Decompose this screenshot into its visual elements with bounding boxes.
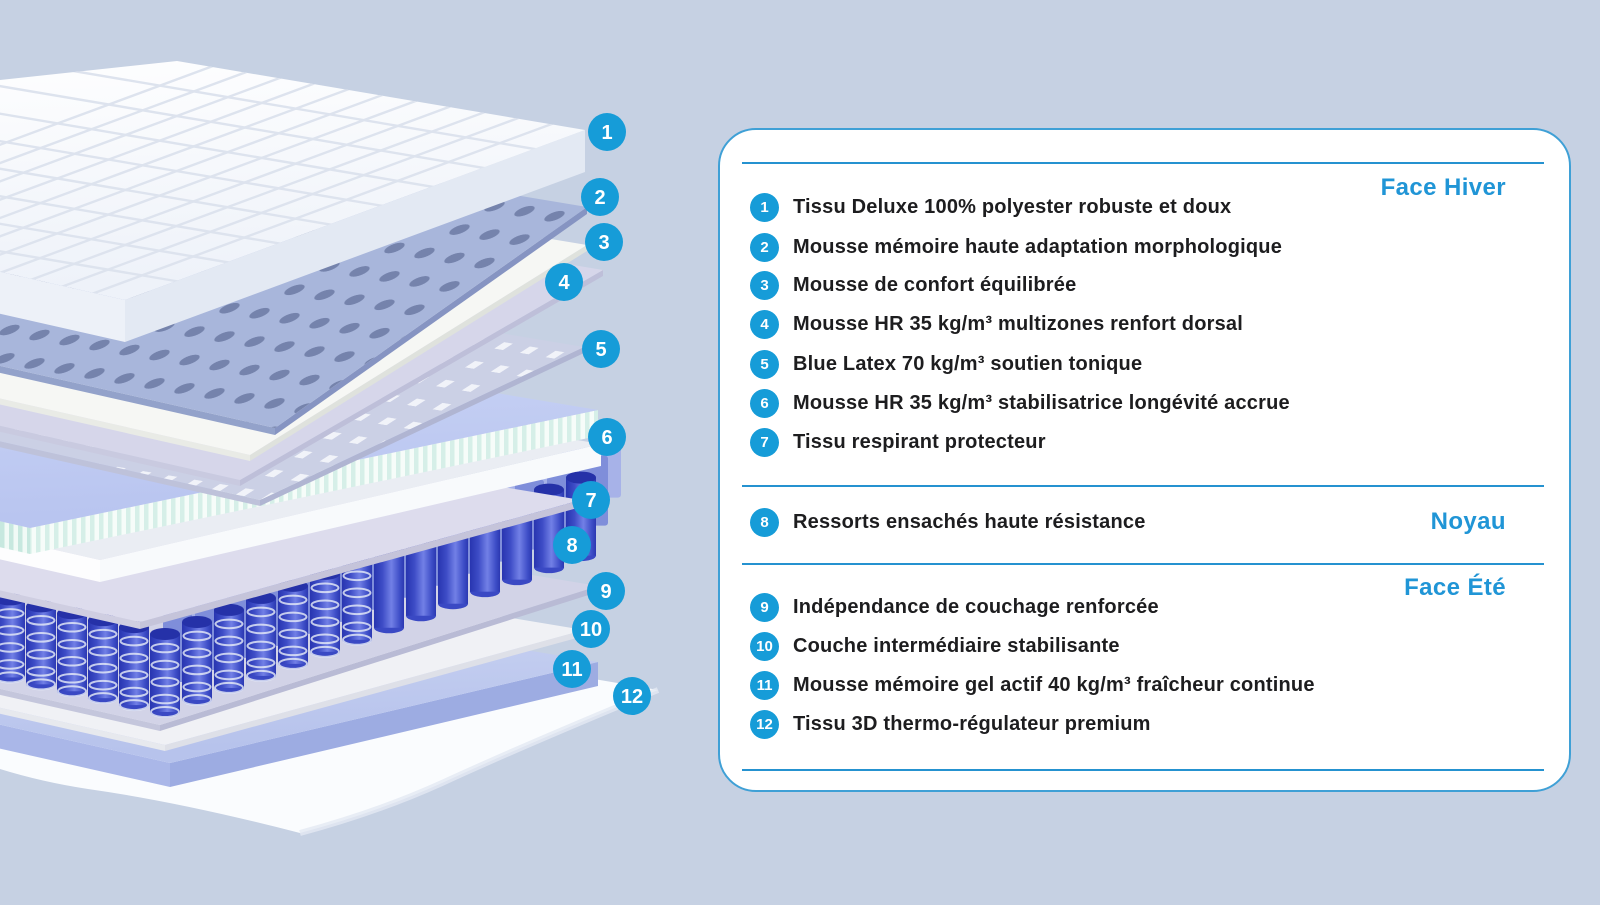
svg-text:9: 9 xyxy=(600,581,611,603)
legend-item-9-text: Indépendance de couchage renforcée xyxy=(793,596,1159,618)
legend-item-5: 5 Blue Latex 70 kg/m³ soutien tonique xyxy=(750,350,1142,379)
legend-item-8: 8 Ressorts ensachés haute résistance xyxy=(750,508,1146,537)
legend-item-6-text: Mousse HR 35 kg/m³ stabilisatrice longév… xyxy=(793,392,1290,414)
legend-item-8-text: Ressorts ensachés haute résistance xyxy=(793,511,1146,533)
legend-item-10-badge: 10 xyxy=(750,632,779,661)
legend-item-3: 3 Mousse de confort équilibrée xyxy=(750,271,1076,300)
legend-item-4: 4 Mousse HR 35 kg/m³ multizones renfort … xyxy=(750,310,1243,339)
svg-text:12: 12 xyxy=(621,686,643,708)
legend-item-6-badge: 6 xyxy=(750,389,779,418)
legend-item-8-badge: 8 xyxy=(750,508,779,537)
legend-item-4-text: Mousse HR 35 kg/m³ multizones renfort do… xyxy=(793,313,1243,335)
diagram-badge-5: 5 xyxy=(582,330,620,368)
legend-item-1: 1 Tissu Deluxe 100% polyester robuste et… xyxy=(750,193,1231,222)
diagram-badge-11: 11 xyxy=(553,650,591,688)
legend-item-7-text: Tissu respirant protecteur xyxy=(793,431,1046,453)
svg-text:3: 3 xyxy=(598,232,609,254)
legend-item-7-badge: 7 xyxy=(750,428,779,457)
legend-item-2-badge: 2 xyxy=(750,233,779,262)
legend-item-11-text: Mousse mémoire gel actif 40 kg/m³ fraîch… xyxy=(793,674,1315,696)
legend-item-3-text: Mousse de confort équilibrée xyxy=(793,274,1077,296)
section-title-face-hiver: Face Hiver xyxy=(1380,174,1506,201)
diagram-badge-1: 1 xyxy=(588,113,626,151)
separator-top xyxy=(742,162,1544,164)
legend-item-7: 7 Tissu respirant protecteur xyxy=(750,428,1046,457)
svg-text:6: 6 xyxy=(601,427,612,449)
diagram-badge-9: 9 xyxy=(587,572,625,610)
svg-text:10: 10 xyxy=(580,619,602,641)
legend-item-10-text: Couche intermédiaire stabilisante xyxy=(793,635,1120,657)
separator-above-face-ete xyxy=(742,563,1544,565)
separator-above-noyau xyxy=(742,485,1544,487)
svg-text:5: 5 xyxy=(595,339,606,361)
legend-item-6: 6 Mousse HR 35 kg/m³ stabilisatrice long… xyxy=(750,389,1290,418)
legend-item-5-text: Blue Latex 70 kg/m³ soutien tonique xyxy=(793,353,1143,375)
legend-item-11: 11 Mousse mémoire gel actif 40 kg/m³ fra… xyxy=(750,671,1315,700)
legend-item-11-badge: 11 xyxy=(750,671,779,700)
quilt-grid-lines xyxy=(0,61,580,300)
legend-item-2-text: Mousse mémoire haute adaptation morpholo… xyxy=(793,236,1283,258)
diagram-badge-10: 10 xyxy=(572,610,610,648)
diagram-layer-1-quilted-topper xyxy=(0,61,585,342)
separator-bottom xyxy=(742,769,1544,771)
legend-item-12-text: Tissu 3D thermo-régulateur premium xyxy=(793,713,1151,735)
diagram-badge-3: 3 xyxy=(585,223,623,261)
svg-text:2: 2 xyxy=(594,187,605,209)
legend-item-9: 9 Indépendance de couchage renforcée xyxy=(750,593,1159,622)
diagram-badge-7: 7 xyxy=(572,481,610,519)
legend-item-1-badge: 1 xyxy=(750,193,779,222)
legend-item-12: 12 Tissu 3D thermo-régulateur premium xyxy=(750,710,1151,739)
legend-item-2: 2 Mousse mémoire haute adaptation morpho… xyxy=(750,233,1282,262)
section-title-face-ete: Face Été xyxy=(1404,574,1506,601)
legend-item-3-badge: 3 xyxy=(750,271,779,300)
legend-item-9-badge: 9 xyxy=(750,593,779,622)
legend-item-5-badge: 5 xyxy=(750,350,779,379)
svg-text:7: 7 xyxy=(585,490,596,512)
legend-panel: Face Hiver Noyau Face Été 1 Tissu Deluxe… xyxy=(718,128,1571,792)
diagram-badge-6: 6 xyxy=(588,418,626,456)
svg-text:1: 1 xyxy=(601,122,612,144)
svg-text:8: 8 xyxy=(566,535,577,557)
diagram-badge-12: 12 xyxy=(613,677,651,715)
legend-item-10: 10 Couche intermédiaire stabilisante xyxy=(750,632,1120,661)
section-title-noyau: Noyau xyxy=(1430,508,1506,535)
diagram-badge-2: 2 xyxy=(581,178,619,216)
diagram-badge-8: 8 xyxy=(553,526,591,564)
legend-item-12-badge: 12 xyxy=(750,710,779,739)
legend-item-1-text: Tissu Deluxe 100% polyester robuste et d… xyxy=(793,196,1232,218)
diagram-badge-4: 4 xyxy=(545,263,583,301)
svg-text:4: 4 xyxy=(558,272,570,294)
legend-item-4-badge: 4 xyxy=(750,310,779,339)
svg-text:11: 11 xyxy=(561,659,582,681)
